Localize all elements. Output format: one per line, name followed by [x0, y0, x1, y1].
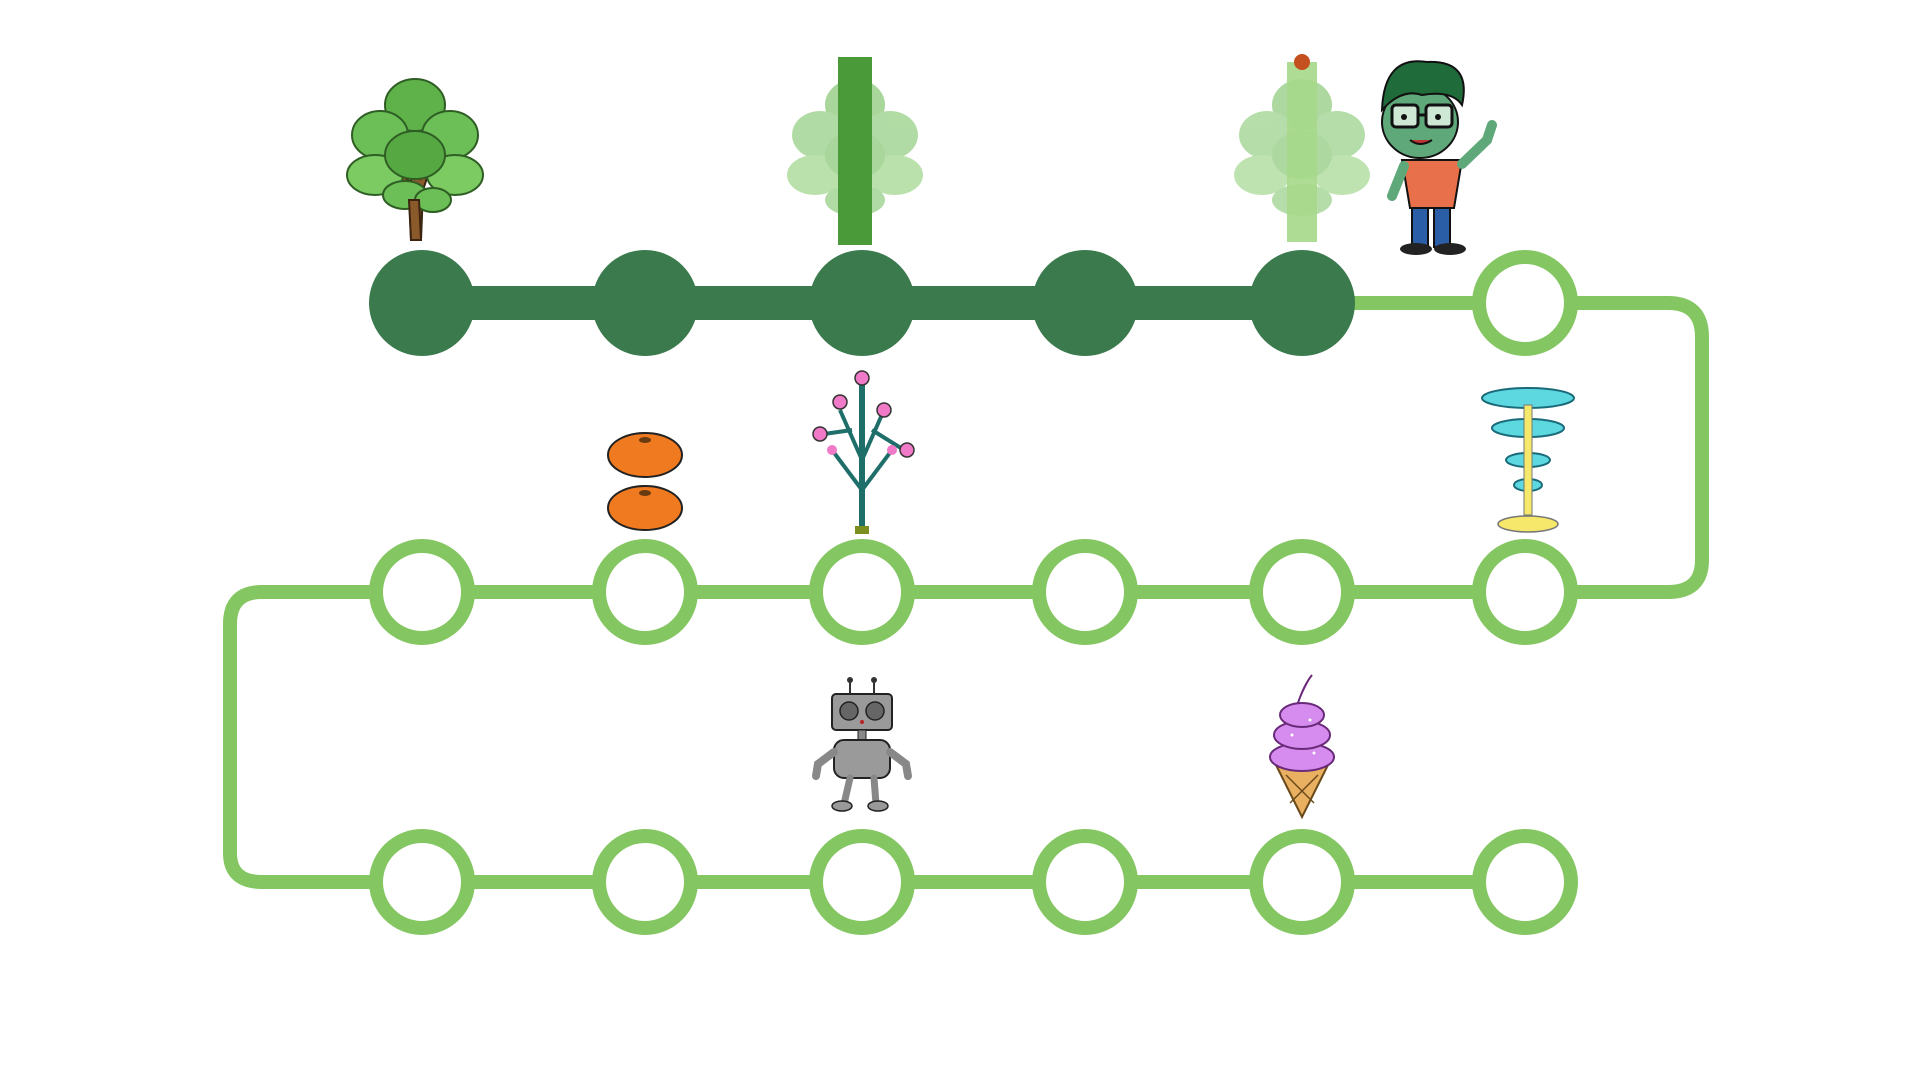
path-node-upcoming[interactable] [369, 829, 475, 935]
path-node-upcoming[interactable] [592, 539, 698, 645]
path-nodes [369, 250, 1578, 935]
tiered-fountain-icon[interactable] [1481, 387, 1575, 533]
path-node-completed[interactable] [1249, 250, 1355, 356]
path-connectors [223, 286, 1709, 889]
orange-dot-marker [1294, 54, 1310, 70]
path-node-completed[interactable] [592, 250, 698, 356]
path-node-upcoming[interactable] [1249, 829, 1355, 935]
ice-cream-icon[interactable] [1269, 674, 1335, 820]
path-segment-completed [470, 286, 600, 320]
path-node-upcoming[interactable] [1472, 250, 1578, 356]
tree-growth-bar [838, 57, 872, 245]
path-node-upcoming[interactable] [1032, 539, 1138, 645]
path-node-completed[interactable] [1032, 250, 1138, 356]
tangerines-icon[interactable] [607, 432, 683, 531]
path-node-upcoming[interactable] [1032, 829, 1138, 935]
path-node-upcoming[interactable] [1472, 829, 1578, 935]
path-node-upcoming[interactable] [1249, 539, 1355, 645]
path-node-completed[interactable] [369, 250, 475, 356]
path-segment-completed [690, 286, 820, 320]
path-node-upcoming[interactable] [369, 539, 475, 645]
path-segment-completed [905, 286, 1040, 320]
path-node-completed[interactable] [809, 250, 915, 356]
path-node-upcoming[interactable] [809, 829, 915, 935]
path-node-upcoming[interactable] [1472, 539, 1578, 645]
path-node-upcoming[interactable] [809, 539, 915, 645]
player-character-icon[interactable] [1380, 60, 1497, 255]
tree-growth-bar [1287, 62, 1317, 242]
path-node-upcoming[interactable] [592, 829, 698, 935]
robot-icon[interactable] [812, 677, 912, 812]
path-segment-completed [1125, 286, 1260, 320]
tree-icon[interactable] [346, 78, 484, 241]
blossom-sapling-icon[interactable] [812, 370, 915, 534]
path-segment-upcoming [223, 296, 1709, 889]
